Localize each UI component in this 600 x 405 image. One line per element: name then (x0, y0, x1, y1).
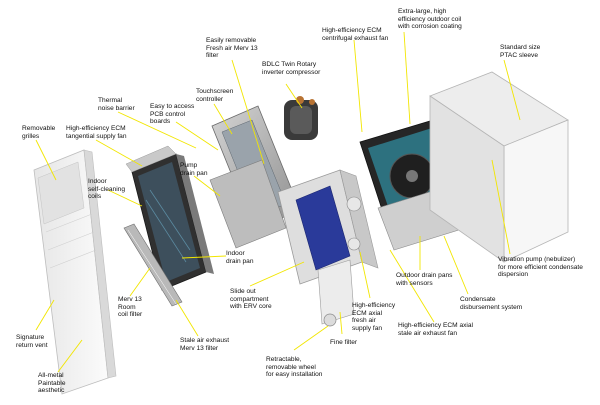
leader-slide-out (249, 261, 305, 287)
label-axial-supply: High-efficiency ECM axial fresh air supp… (352, 302, 396, 332)
label-slide-out: Slide out compartment with ERV core (230, 288, 272, 311)
leader-pump-drain (193, 175, 221, 197)
leader-signature-vent (35, 299, 55, 331)
label-thermal-barrier: Thermal noise barrier (98, 97, 135, 112)
leader-vibration-pump (491, 159, 511, 255)
label-pump-drain: Pump drain pan (180, 162, 208, 177)
leader-fine-filter (339, 311, 343, 335)
leader-condensate (443, 235, 469, 295)
center-chassis (209, 105, 301, 249)
label-tangential-fan: High-efficiency ECM tangential supply fa… (66, 125, 127, 140)
leader-touchscreen (213, 103, 233, 135)
leader-pcb-boards (175, 121, 219, 151)
leader-compressor (285, 83, 303, 109)
label-outdoor-drain: Outdoor drain pans with sensors (396, 272, 453, 287)
ptac-sleeve (429, 71, 569, 263)
label-outdoor-coil: Extra-large, high efficiency outdoor coi… (398, 8, 462, 31)
leader-room-filter (129, 267, 151, 297)
label-compressor: BDLC Twin Rotary inverter compressor (262, 61, 321, 76)
leader-thermal-barrier (117, 111, 197, 149)
leader-self-cleaning (107, 189, 143, 207)
leader-axial-supply (359, 251, 371, 299)
leader-all-metal (57, 339, 83, 373)
erv-compartment (277, 169, 379, 285)
label-all-metal: All-metal Paintable aesthetic (38, 372, 66, 395)
room-coil-filter (123, 223, 183, 307)
label-signature-vent: Signature return vent (16, 334, 48, 349)
leader-tangential-fan (95, 139, 143, 167)
label-fine-filter: Fine filter (330, 339, 358, 346)
leader-removable-grilles (35, 139, 57, 181)
label-touchscreen: Touchscreen controller (196, 88, 234, 103)
label-retractable-wheel: Retractable, removable wheel for easy in… (266, 356, 323, 379)
label-ptac-sleeve: Standard size PTAC sleeve (500, 44, 541, 59)
leader-stale-filter (175, 299, 199, 337)
leader-outdoor-coil (403, 31, 411, 125)
leader-lines (35, 31, 521, 373)
label-ecm-exhaust: High-efficiency ECM centrifugal exhaust … (322, 27, 389, 42)
fine-filter-and-wheel (317, 259, 355, 327)
leader-ecm-exhaust (353, 39, 363, 133)
label-indoor-drain: Indoor drain pan (226, 250, 254, 265)
leader-fresh-air-filter (231, 59, 265, 165)
leader-axial-exhaust (389, 249, 435, 323)
label-condensate: Condensate disbursement system (460, 296, 523, 311)
label-vibration-pump: Vibration pump (nebulizer) for more effi… (498, 256, 583, 279)
label-pcb-boards: Easy to access PCB control boards (150, 103, 195, 126)
tangential-fan-unit (125, 145, 214, 291)
leader-indoor-drain (181, 255, 227, 259)
label-removable-grilles: Removable grilles (22, 125, 56, 140)
label-self-cleaning: Indoor self-cleaning coils (88, 178, 126, 201)
leader-retractable-wheel (293, 325, 329, 351)
label-axial-exhaust: High-efficiency ECM axial stale air exha… (398, 322, 474, 337)
label-stale-filter: Stale air exhaust Merv 13 filter (180, 337, 230, 352)
label-room-filter: Merv 13 Room coil filter (118, 296, 143, 319)
front-grille-housing (33, 149, 117, 395)
leader-ptac-sleeve (503, 59, 521, 121)
compressor (284, 96, 318, 140)
label-fresh-air-filter: Easily removable Fresh air Merv 13 filte… (206, 37, 258, 60)
